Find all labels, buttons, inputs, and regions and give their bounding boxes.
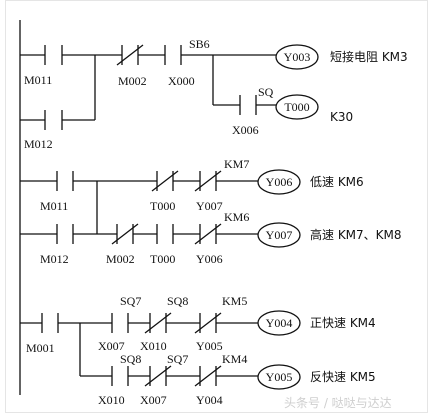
desc-y006: 低速 KM6 (310, 175, 364, 189)
coil-y006 (257, 169, 301, 195)
label-km7: KM7 (224, 157, 249, 171)
desc-y003: 短接电阻 KM3 (330, 49, 408, 64)
coil-y006-label: Y006 (266, 175, 293, 189)
label-y004: Y004 (196, 393, 223, 407)
coil-y003 (275, 44, 319, 70)
label-km4: KM4 (222, 352, 247, 366)
contact-y005-nc (194, 312, 222, 334)
label-m001: M001 (26, 341, 55, 355)
contact-x000-no (164, 45, 182, 65)
label-x010: X010 (140, 339, 167, 353)
rung-5: X010 SQ8 X007 SQ7 Y004 KM4 Y005 反快速 KM5 (80, 352, 376, 407)
label-x007: X007 (98, 339, 125, 353)
contact-m012-no-3 (56, 224, 74, 244)
label-sb6: SB6 (189, 37, 210, 51)
label-m011-2: M011 (40, 199, 68, 213)
coil-y005-label: Y005 (266, 370, 293, 384)
contact-m001-no (41, 313, 59, 333)
label-sq7-5: SQ7 (167, 352, 188, 366)
label-sq: SQ (258, 85, 274, 99)
contact-m002-nc-3 (111, 223, 139, 245)
contact-y007-nc (194, 170, 222, 192)
label-m002: M002 (118, 74, 147, 88)
rung-2: M011 T000 Y007 KM7 Y006 低速 KM6 (20, 157, 364, 234)
desc-k30: K30 (330, 110, 353, 124)
label-x010-5: X010 (98, 393, 125, 407)
coil-y004-label: Y004 (266, 316, 293, 330)
contact-x007-no (111, 313, 129, 333)
desc-y004: 正快速 KM4 (310, 316, 376, 330)
label-km5: KM5 (222, 294, 247, 308)
coil-y005 (257, 364, 301, 390)
rung-4: M001 X007 SQ7 X010 SQ8 Y005 KM5 Y004 正快速… (20, 294, 376, 376)
desc-y005: 反快速 KM5 (310, 370, 376, 384)
contact-x006-no (239, 95, 257, 115)
coil-y003-label: Y003 (284, 50, 311, 64)
contact-m002-nc (116, 44, 144, 66)
contact-t000-no-3 (156, 224, 174, 244)
coil-y004 (257, 310, 301, 336)
contact-x010-nc (144, 312, 172, 334)
watermark: 头条号 / 哒哒与达达 (284, 396, 392, 410)
label-t000-3: T000 (150, 252, 175, 266)
coil-t000 (275, 94, 319, 120)
label-km6: KM6 (224, 210, 249, 224)
label-y005: Y005 (196, 339, 223, 353)
rung-1: M011 M012 M002 X000 SB6 Y003 短接电阻 KM3 (20, 37, 408, 151)
label-y006: Y006 (196, 252, 223, 266)
label-t000: T000 (150, 199, 175, 213)
contact-m012-no (44, 110, 63, 130)
label-sq8-5: SQ8 (120, 352, 141, 366)
contact-x010-no (111, 366, 129, 386)
rung-3: M012 M002 T000 Y006 KM6 Y007 高速 KM7、KM8 (20, 210, 402, 266)
label-sq8: SQ8 (167, 294, 188, 308)
coil-t000-label: T000 (284, 100, 309, 114)
label-y007: Y007 (196, 199, 223, 213)
label-m002-3: M002 (106, 252, 135, 266)
label-m012: M012 (24, 137, 53, 151)
contact-x007-nc (144, 365, 172, 387)
label-x006: X006 (232, 123, 259, 137)
label-m011: M011 (24, 73, 52, 87)
contact-y004-nc (194, 365, 222, 387)
label-x007-5: X007 (140, 393, 167, 407)
contact-m011-no-2 (56, 171, 74, 191)
coil-y007-label: Y007 (266, 228, 293, 242)
desc-y007: 高速 KM7、KM8 (310, 227, 402, 242)
label-m012-3: M012 (40, 252, 69, 266)
coil-y007 (257, 222, 301, 248)
label-x000: X000 (168, 74, 195, 88)
label-sq7: SQ7 (120, 294, 141, 308)
contact-t000-nc (151, 170, 179, 192)
contact-m011-no (44, 45, 63, 65)
contact-y006-nc (194, 223, 222, 245)
